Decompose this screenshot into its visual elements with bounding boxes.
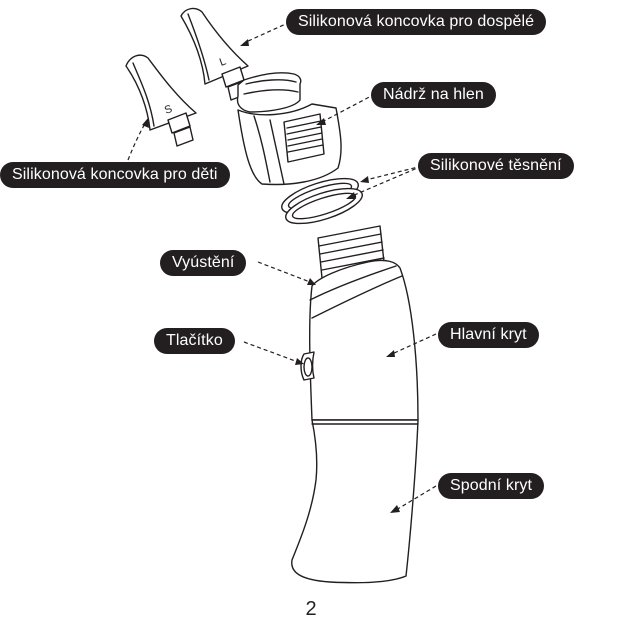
label-outlet: Vyústění xyxy=(160,250,246,276)
label-bottom-cover: Spodní kryt xyxy=(438,473,544,499)
label-reservoir: Nádrž na hlen xyxy=(371,82,496,108)
page-number: 2 xyxy=(0,598,622,621)
label-seal: Silikonové těsnění xyxy=(418,153,574,179)
child-tip-drawing: S xyxy=(126,55,196,146)
label-child-tip: Silikonová koncovka pro děti xyxy=(0,162,230,188)
label-button: Tlačítko xyxy=(154,328,235,354)
label-main-cover: Hlavní kryt xyxy=(438,322,539,348)
label-adult-tip: Silikonová koncovka pro dospělé xyxy=(286,9,546,35)
reservoir-drawing xyxy=(238,73,342,185)
